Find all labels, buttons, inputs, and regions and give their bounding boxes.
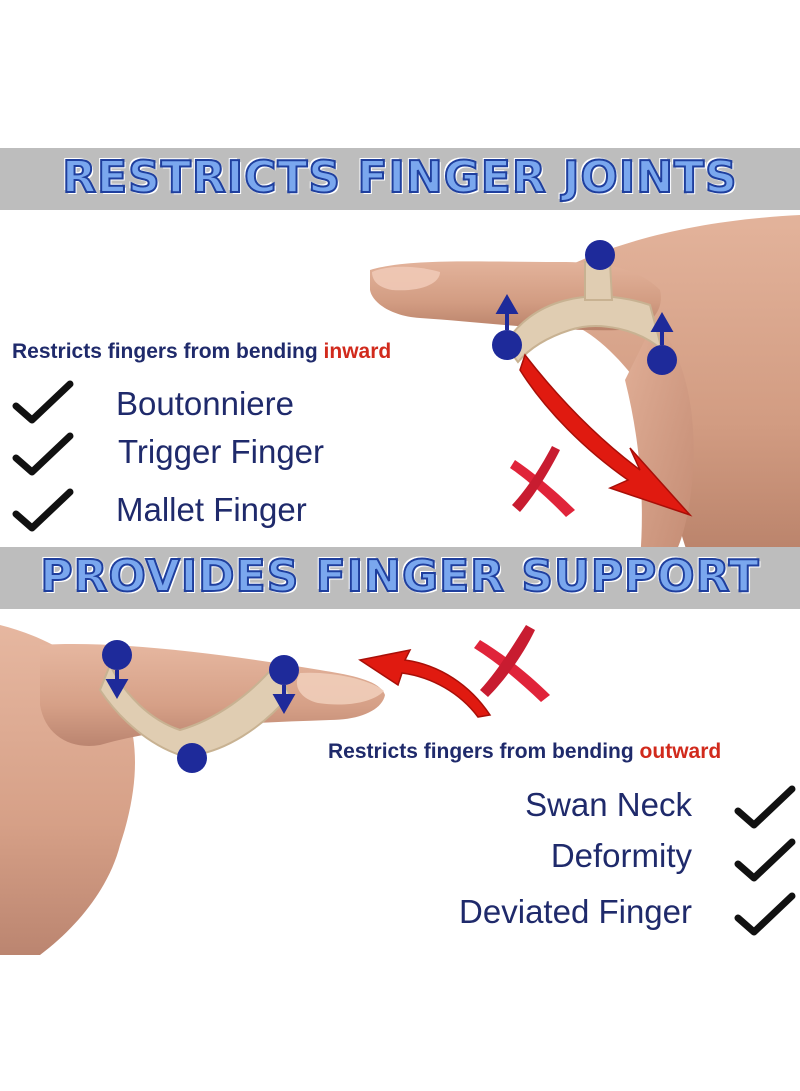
down-arrow-icon [105, 670, 296, 715]
bottom-item-1: Swan Neck [525, 786, 692, 823]
cross-icon [474, 625, 550, 702]
pressure-dot-icon [102, 640, 132, 670]
top-headline: Restricts fingers from bending inward [12, 340, 391, 364]
cross-icon [510, 446, 575, 517]
curved-arrow-icon [358, 648, 492, 718]
pressure-dot-icon [177, 743, 207, 773]
bottom-item-2: Deformity [550, 837, 692, 874]
bottom-banner [0, 547, 800, 609]
fingernail-shape [372, 266, 440, 291]
pressure-dot-icon [647, 345, 677, 375]
check-icon [12, 380, 74, 424]
top-finger-illustration [370, 215, 800, 560]
bottom-banner-title: PROVIDES FINGER SUPPORT [39, 550, 760, 603]
up-arrow-icon [495, 293, 674, 345]
bottom-headline-highlight: outward [639, 740, 722, 763]
pressure-dot-icon [269, 655, 299, 685]
top-headline-prefix: Restricts fingers from bending [12, 340, 324, 363]
splint-shape [503, 295, 664, 364]
check-icon [12, 432, 74, 476]
bottom-headline: Restricts fingers from bending outward [328, 740, 721, 764]
top-banner [0, 148, 800, 210]
curved-arrow-icon [519, 353, 693, 517]
pressure-dot-icon [585, 240, 615, 270]
check-icon [734, 892, 796, 936]
top-item-1: Boutonniere [116, 385, 294, 422]
check-icon [734, 838, 796, 882]
top-item-3: Mallet Finger [116, 491, 307, 528]
top-item-2: Trigger Finger [118, 433, 325, 470]
bottom-headline-prefix: Restricts fingers from bending [328, 740, 640, 763]
bottom-item-3: Deviated Finger [459, 893, 692, 930]
top-banner-title: RESTRICTS FINGER JOINTS [61, 151, 738, 204]
fingernail-shape [296, 672, 384, 705]
top-headline-highlight: inward [323, 340, 392, 363]
bottom-finger-illustration [0, 625, 550, 955]
pressure-dot-icon [492, 330, 522, 360]
check-icon [12, 488, 74, 532]
check-icon [734, 785, 796, 829]
